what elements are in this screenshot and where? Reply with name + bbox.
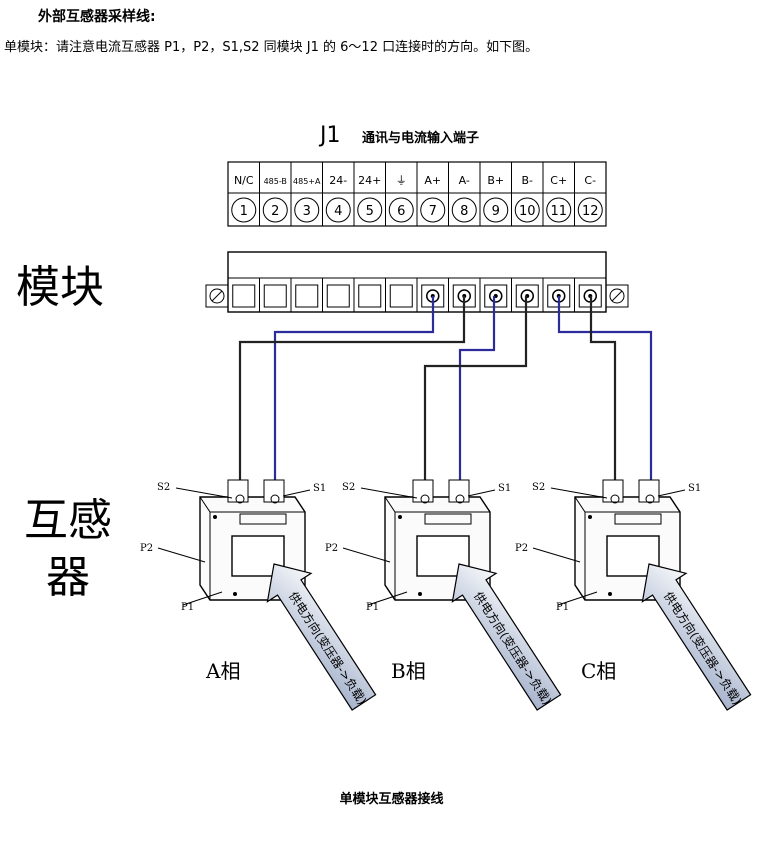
pin-number: 11 bbox=[550, 204, 567, 219]
pin-label: C+ bbox=[550, 174, 567, 187]
pin-label: C- bbox=[584, 174, 596, 187]
pin-number-circle bbox=[483, 197, 509, 223]
pin-label: B+ bbox=[487, 174, 504, 187]
instruction-text: 单模块：请注意电流互感器 P1，P2，S1,S2 同模块 J1 的 6～12 口… bbox=[4, 40, 539, 55]
ct-terminal-s2: S2 bbox=[342, 482, 355, 493]
pin-number-circle bbox=[262, 197, 288, 223]
section-heading: 外部互感器采样线: bbox=[38, 9, 156, 25]
figure-caption: 单模块互感器接线 bbox=[339, 792, 444, 807]
transformer-label: 互感 器 bbox=[24, 495, 112, 603]
current-direction-arrow: 供电方向(变压器->负载) bbox=[641, 563, 752, 711]
pin-table: N/C 1 485-B 2 485+A 3 24- 4 24+ 5 ⏚ 6 A+ 7 A- 8 B+ 9 B- 10 C… bbox=[227, 161, 607, 227]
wire-b-minus bbox=[423, 296, 528, 497]
terminal-slot bbox=[232, 284, 256, 308]
terminal-slot bbox=[358, 284, 382, 308]
terminal-screw bbox=[520, 289, 534, 303]
pin-number: 2 bbox=[271, 204, 279, 219]
ct-terminal-p2: P2 bbox=[140, 543, 153, 554]
ct-terminal-p2: P2 bbox=[325, 543, 338, 554]
pin-number: 1 bbox=[240, 204, 248, 219]
pin-number-circle bbox=[231, 197, 257, 223]
terminal-slot bbox=[326, 284, 350, 308]
wires bbox=[238, 296, 653, 497]
pin-label: 24+ bbox=[358, 174, 381, 187]
ct-terminal-p1: P1 bbox=[181, 602, 194, 613]
connector-title: J1 bbox=[318, 123, 341, 148]
pin-number-circle bbox=[357, 197, 383, 223]
pin-number-circle bbox=[294, 197, 320, 223]
pin-number: 10 bbox=[519, 204, 536, 219]
wire-a-minus bbox=[238, 296, 466, 497]
wire-c-plus bbox=[557, 296, 653, 497]
pin-number: 4 bbox=[334, 204, 342, 219]
pin-number-circle bbox=[451, 197, 477, 223]
pin-number: 8 bbox=[460, 204, 468, 219]
pin-number: 7 bbox=[429, 204, 437, 219]
current-direction-arrow: 供电方向(变压器->负载) bbox=[451, 563, 562, 711]
pin-number-circle bbox=[546, 197, 572, 223]
ct-terminal-p1: P1 bbox=[366, 602, 379, 613]
arrow-label: 供电方向(变压器->负载) bbox=[286, 589, 370, 708]
ct-terminal-s1: S1 bbox=[688, 483, 701, 494]
ct-terminal-s2: S2 bbox=[532, 482, 545, 493]
terminal-slot bbox=[515, 284, 539, 308]
terminal-slot bbox=[295, 284, 319, 308]
connector-subtitle: 通讯与电流输入端子 bbox=[362, 130, 479, 146]
pin-number: 12 bbox=[582, 204, 599, 219]
ct-terminal-p2: P2 bbox=[515, 543, 528, 554]
left-screw-mount bbox=[205, 284, 229, 308]
svg-text:器: 器 bbox=[46, 552, 90, 603]
ct-terminal-p1: P1 bbox=[556, 602, 569, 613]
ct-terminal-s1: S1 bbox=[498, 483, 511, 494]
terminal-screw bbox=[489, 289, 503, 303]
pin-number-circle bbox=[577, 197, 603, 223]
pin-number: 6 bbox=[397, 204, 405, 219]
ct-terminal-s2: S2 bbox=[157, 482, 170, 493]
pin-label: 24- bbox=[329, 174, 347, 187]
current-direction-arrow: 供电方向(变压器->负载) bbox=[266, 563, 377, 711]
arrow-label: 供电方向(变压器->负载) bbox=[471, 589, 555, 708]
pin-label: A- bbox=[459, 174, 470, 187]
arrow-label: 供电方向(变压器->负载) bbox=[661, 589, 745, 708]
pin-number: 3 bbox=[303, 204, 311, 219]
pin-number-circle bbox=[514, 197, 540, 223]
pin-number: 9 bbox=[492, 204, 500, 219]
pin-label: N/C bbox=[234, 174, 254, 187]
pin-number: 5 bbox=[366, 204, 374, 219]
pin-label: 485+A bbox=[293, 177, 321, 186]
wire-c-minus bbox=[589, 296, 617, 497]
terminal-slot bbox=[263, 284, 287, 308]
pin-number-circle bbox=[325, 197, 351, 223]
ct-terminal-s1: S1 bbox=[313, 483, 326, 494]
pin-label: A+ bbox=[424, 174, 441, 187]
pin-label: 485-B bbox=[264, 177, 287, 186]
pin-number-circle bbox=[388, 197, 414, 223]
phase-label: B相 bbox=[391, 659, 426, 683]
wire-b-plus bbox=[458, 296, 496, 497]
right-screw-mount bbox=[605, 284, 629, 308]
pin-number-circle bbox=[420, 197, 446, 223]
terminal-slot bbox=[389, 284, 413, 308]
phase-label: C相 bbox=[581, 659, 616, 683]
phase-label: A相 bbox=[205, 659, 240, 683]
pin-label: ⏚ bbox=[396, 174, 407, 187]
svg-text:互感: 互感 bbox=[24, 495, 112, 546]
wire-a-plus bbox=[273, 296, 435, 497]
module-label: 模块 bbox=[16, 262, 104, 313]
pin-label: B- bbox=[521, 174, 533, 187]
terminal-slot bbox=[484, 284, 508, 308]
